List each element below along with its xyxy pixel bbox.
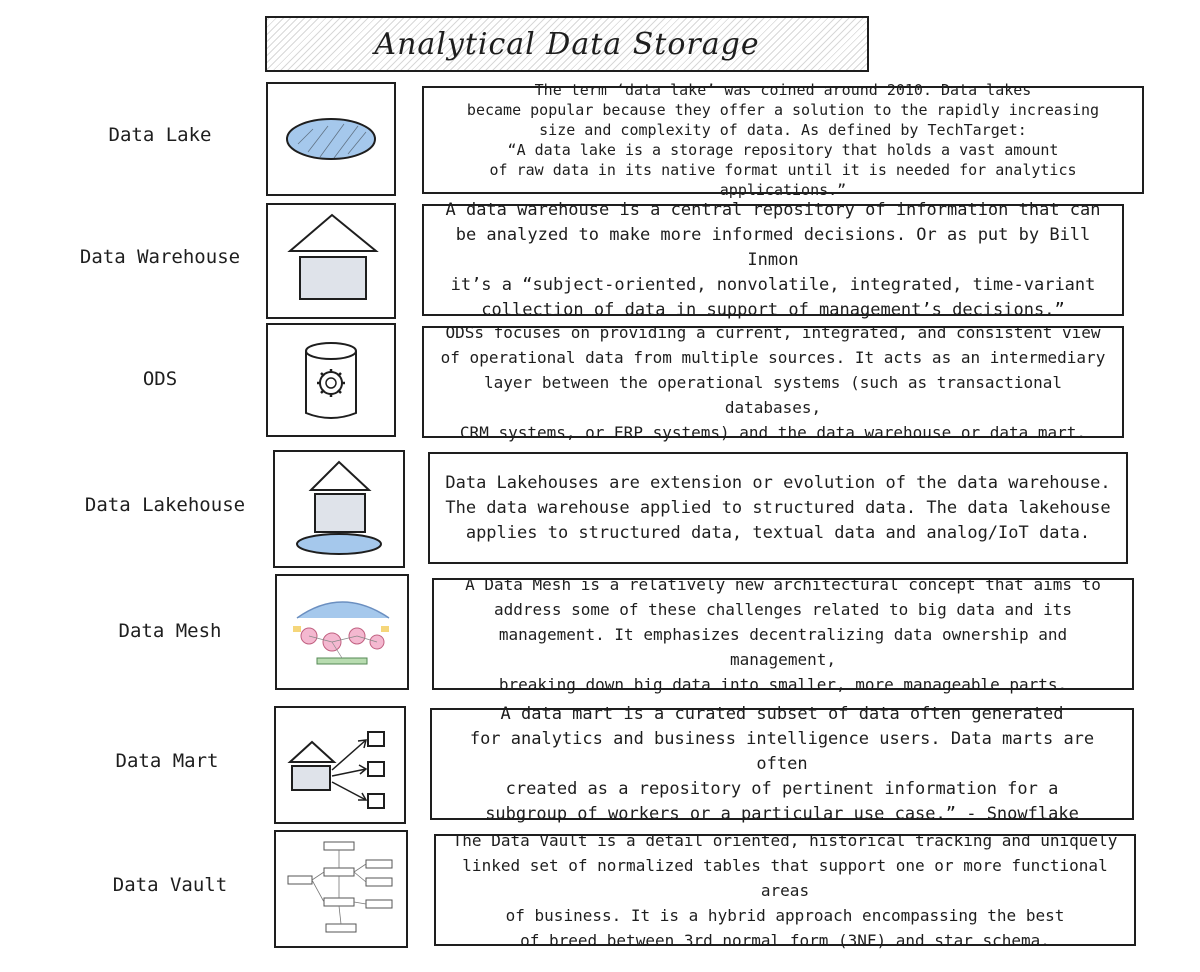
data-mesh-diagram-icon	[275, 574, 409, 690]
label-data-mesh: Data Mesh	[118, 620, 222, 642]
label-data-lakehouse: Data Lakehouse	[84, 494, 246, 516]
title-banner: Analytical Data Storage	[265, 16, 869, 72]
desc-data-mart: A data mart is a curated subset of data …	[430, 704, 1134, 824]
label-data-warehouse: Data Warehouse	[79, 246, 241, 268]
desc-text-data-mesh: A Data Mesh is a relatively new architec…	[465, 574, 1101, 694]
ellipse-lake-icon	[266, 82, 396, 196]
data-vault-diagram-icon	[274, 830, 408, 948]
desc-data-lakehouse: Data Lakehouses are extension or evoluti…	[428, 452, 1128, 564]
desc-ods: ODSs focuses on providing a current, int…	[422, 323, 1124, 442]
desc-text-data-warehouse: A data warehouse is a central repository…	[445, 199, 1101, 320]
label-data-mart: Data Mart	[115, 750, 219, 772]
desc-text-data-lakehouse: Data Lakehouses are extension or evoluti…	[445, 472, 1111, 543]
lakehouse-icon	[273, 450, 405, 568]
desc-data-mesh: A Data Mesh is a relatively new architec…	[432, 575, 1134, 694]
diagram-title: Analytical Data Storage	[374, 26, 760, 62]
desc-text-ods: ODSs focuses on providing a current, int…	[440, 322, 1106, 442]
desc-data-vault: The Data Vault is a detail oriented, his…	[434, 831, 1136, 950]
desc-data-lake: The term ‘data lake’ was coined around 2…	[422, 81, 1144, 199]
label-ods: ODS	[142, 368, 178, 390]
data-mart-icon	[274, 706, 406, 824]
label-data-vault: Data Vault	[112, 874, 228, 896]
label-data-lake: Data Lake	[108, 124, 212, 146]
warehouse-house-icon	[266, 203, 396, 319]
desc-text-data-vault: The Data Vault is a detail oriented, his…	[452, 830, 1118, 950]
desc-text-data-mart: A data mart is a curated subset of data …	[469, 703, 1095, 824]
desc-text-data-lake: The term ‘data lake’ was coined around 2…	[466, 81, 1100, 199]
desc-data-warehouse: A data warehouse is a central repository…	[422, 200, 1124, 320]
database-gear-icon	[266, 323, 396, 437]
